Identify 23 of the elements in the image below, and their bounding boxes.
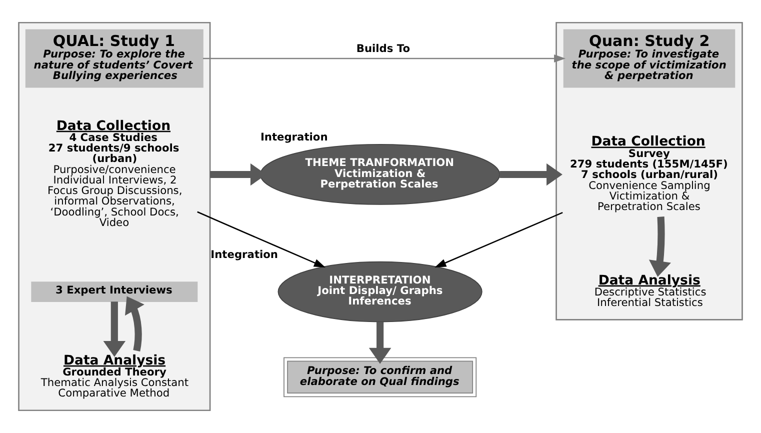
arrow [648, 216, 671, 277]
node-box: Quan: Study 2 Purpose: To investigate the scope of victimization & perpetration [563, 29, 736, 88]
cluster [556, 22, 743, 320]
arrow [125, 296, 144, 352]
edge-label: Builds To [356, 42, 410, 55]
node-label: Integration [210, 248, 278, 261]
node-text: Data Analysis Grounded Theory Thematic Analysis Constant Comparative Method [40, 353, 189, 400]
arrow [103, 302, 126, 357]
arrow [500, 163, 562, 186]
node-ellipse: THEME TRANFORMATION Victimization & Perpetration Scales [260, 144, 500, 205]
arrow [368, 322, 392, 364]
node-ellipse: INTERPRETATION Joint Display/ Graphs Inferences [278, 261, 482, 322]
arrow [434, 212, 563, 268]
node-box: 3 Expert Interviews [31, 282, 198, 302]
arrow [197, 211, 326, 268]
node-text: Data Collection 4 Case Studies 27 students/9 schools (urban) Purposive/convenience Individual Interviews, 2 Focus Group Discussions, informal Observations, ‘Doodling’, School Docs, Video [48, 118, 182, 229]
node-text: Data Analysis Descriptive Statistics Inferential Statistics [594, 273, 706, 310]
node-box: QUAL: Study 1 Purpose: To explore the nature of students’ Covert Bullying experiences [25, 29, 204, 88]
arrow [203, 54, 566, 63]
node-label: Integration [260, 130, 328, 144]
node-box: Purpose: To confirm and elaborate on Qual findings [284, 357, 477, 398]
node-text: Data Collection Survey 279 students (155M/145F) 7 schools (urban/rural) Convenience Sampling Victimization & Perpetration Scales [570, 134, 728, 213]
cluster [18, 22, 211, 412]
